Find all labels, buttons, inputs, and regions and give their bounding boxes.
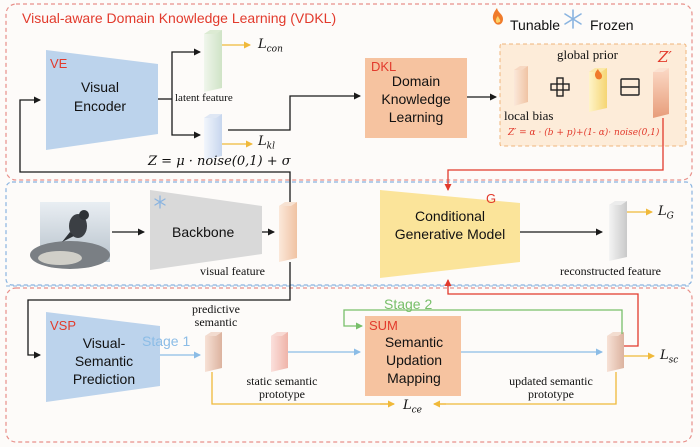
- reconstructed-feature-label: reconstructed feature: [560, 264, 661, 278]
- visual-feature-label: visual feature: [200, 264, 265, 278]
- ve-arrows: [158, 48, 497, 139]
- local-bias-cube: [514, 66, 528, 106]
- local-bias-label: local bias: [504, 108, 554, 123]
- snowflake-icon-backbone: [154, 195, 166, 209]
- ve-name: Visual Encoder: [73, 79, 127, 114]
- generation-panel: [5, 181, 693, 286]
- sum-tag: SUM: [369, 318, 398, 333]
- predictive-semantic-cube: [205, 332, 222, 372]
- z-formula: Z = μ · noise(0,1) + σ: [148, 154, 291, 169]
- concat-icon: [620, 78, 640, 96]
- semantic-panel: [5, 287, 693, 443]
- predictive-semantic-label: predictive semantic: [192, 302, 240, 329]
- backbone-block: [150, 190, 262, 270]
- vsp-name: Visual-Semantic Prediction: [72, 335, 136, 387]
- diagram-title: Visual-aware Domain Knowledge Learning (…: [22, 10, 337, 26]
- feedback-arrow: [19, 96, 291, 202]
- dkl-name: Domain Knowledge Learning: [381, 73, 451, 125]
- dkl-tag: DKL: [371, 59, 397, 74]
- z-prime-formula: Z′ = α · (b + p)+(1- α)· noise(0,1): [508, 128, 660, 138]
- flame-icon: [492, 8, 503, 25]
- z-prime-cube: [653, 68, 669, 118]
- z-prime-label: Z′: [658, 48, 672, 66]
- generator-tag: G: [486, 191, 497, 206]
- middle-arrows: [27, 228, 603, 359]
- tunable-legend: Tunable: [510, 17, 561, 33]
- static-prototype-cube: [271, 332, 288, 372]
- flame-icon-small: [595, 69, 602, 80]
- bird-image: [30, 202, 110, 269]
- reconstructed-feature-cube: [609, 201, 627, 261]
- static-prototype-label: static semantic prototype: [246, 374, 318, 401]
- generator-block: [380, 190, 520, 278]
- loss-g-label: LG: [658, 204, 674, 222]
- dkl-block: [365, 58, 467, 138]
- latent-feature-cube-bottom: [204, 114, 222, 160]
- loss-kl-label: Lkl: [258, 134, 275, 152]
- updated-prototype-label: updated semantic prototype: [509, 374, 593, 401]
- backbone-label: Backbone: [172, 224, 235, 240]
- frozen-legend: Frozen: [590, 17, 634, 33]
- stage2-label: Stage 2: [384, 296, 433, 312]
- updated-prototype-cube: [607, 332, 624, 372]
- loss-sc-label: Lsc: [660, 348, 679, 366]
- visual-encoder-block: [46, 50, 158, 150]
- plus-icon: [550, 77, 570, 97]
- loss-ce-label: Lce: [403, 398, 423, 416]
- vsp-block: [46, 312, 160, 402]
- z-prime-to-generator-arrow: [444, 118, 664, 191]
- updated-to-generator-arrow: [444, 279, 639, 347]
- stage2-arrow: [343, 309, 623, 334]
- stage1-label: Stage 1: [142, 333, 191, 349]
- snowflake-icon: [564, 9, 582, 29]
- vsp-tag: VSP: [50, 318, 77, 333]
- global-prior-label: global prior: [557, 47, 619, 62]
- sum-name: Semantic Updation Mapping: [384, 334, 444, 386]
- loss-con-label: Lcon: [258, 37, 283, 55]
- visual-feature-cube: [279, 202, 297, 262]
- latent-feature-cube-top: [204, 30, 222, 92]
- sum-block: [365, 316, 461, 396]
- ve-tag: VE: [50, 56, 68, 71]
- latent-feature-label: latent feature: [175, 92, 233, 104]
- vdkl-panel: [5, 3, 693, 181]
- loss-ce-arrows: [211, 372, 617, 405]
- generator-name: Conditional Generative Model: [394, 208, 506, 242]
